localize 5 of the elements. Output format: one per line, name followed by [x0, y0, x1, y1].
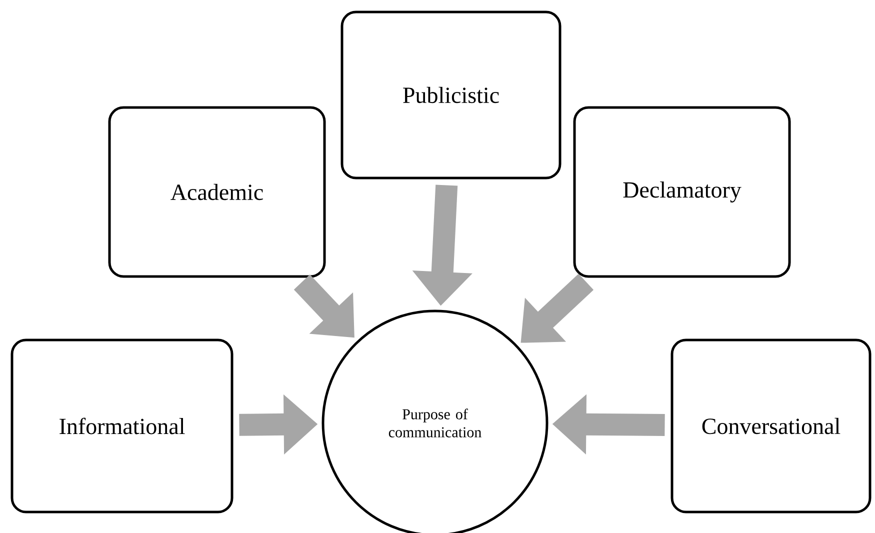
process-box: Publicistic	[340, 10, 562, 180]
process-box: Informational	[10, 338, 234, 514]
process-box: Academic	[108, 106, 326, 278]
process-box: Declamatory	[573, 106, 791, 278]
process-box: Conversational	[670, 338, 872, 514]
